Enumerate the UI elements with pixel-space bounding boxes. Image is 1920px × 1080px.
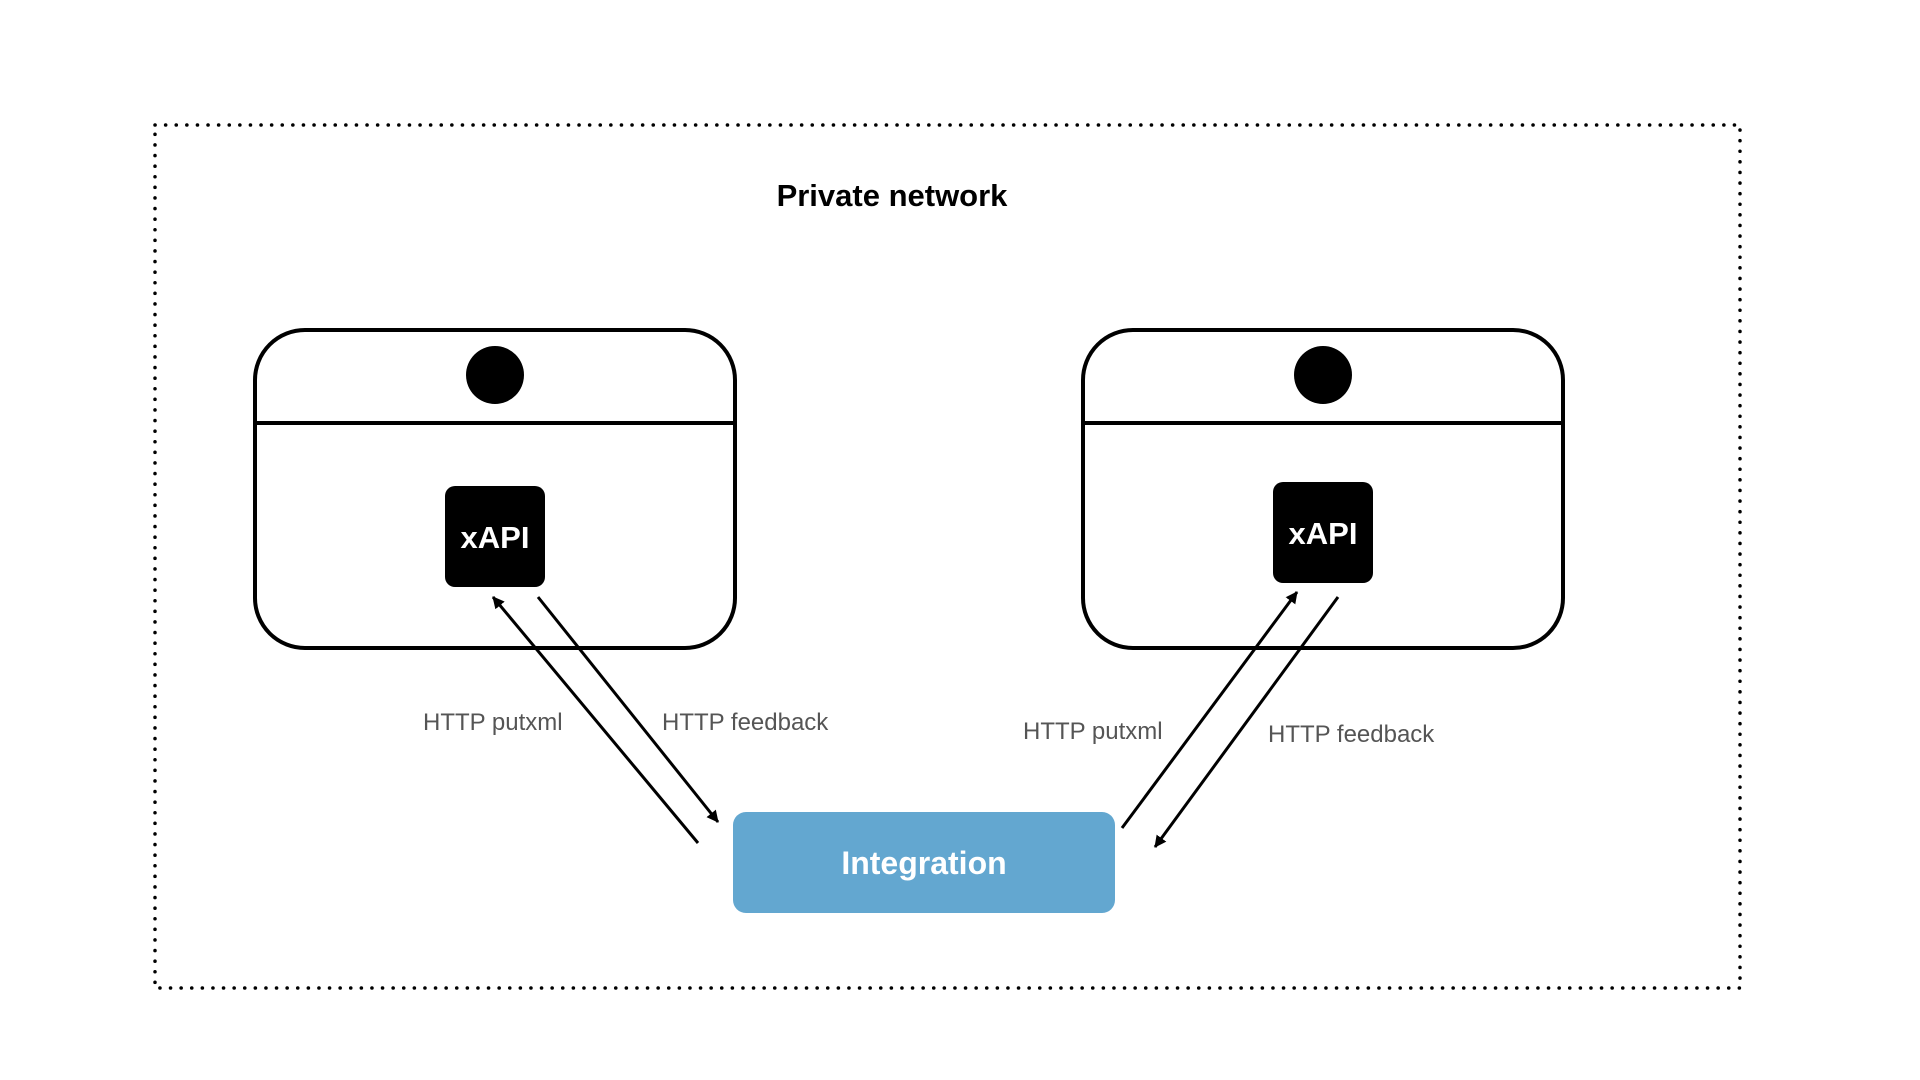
xapi-chip-left-label: xAPI [461, 520, 530, 555]
device-left: xAPI [253, 328, 737, 650]
arrow-putxml-left [491, 596, 700, 844]
integration-node: Integration [733, 812, 1115, 913]
arrow-feedback-right [1153, 596, 1340, 848]
integration-box [733, 812, 1115, 913]
label-putxml-right: HTTP putxml [1023, 718, 1163, 745]
arrow-putxml-right [1120, 591, 1299, 829]
label-feedback-right: HTTP feedback [1268, 721, 1435, 748]
label-putxml-left: HTTP putxml [423, 709, 563, 736]
integration-label: Integration [841, 845, 1006, 881]
camera-dot-icon [466, 346, 524, 404]
xapi-chip-left [445, 486, 545, 587]
xapi-chip-right-label: xAPI [1289, 516, 1358, 551]
arrow-feedback-left [536, 596, 720, 823]
device-right: xAPI [1081, 328, 1565, 650]
camera-dot-icon [1294, 346, 1352, 404]
xapi-chip-right [1273, 482, 1373, 583]
private-network-title: Private network [777, 178, 1009, 213]
label-feedback-left: HTTP feedback [662, 709, 829, 736]
